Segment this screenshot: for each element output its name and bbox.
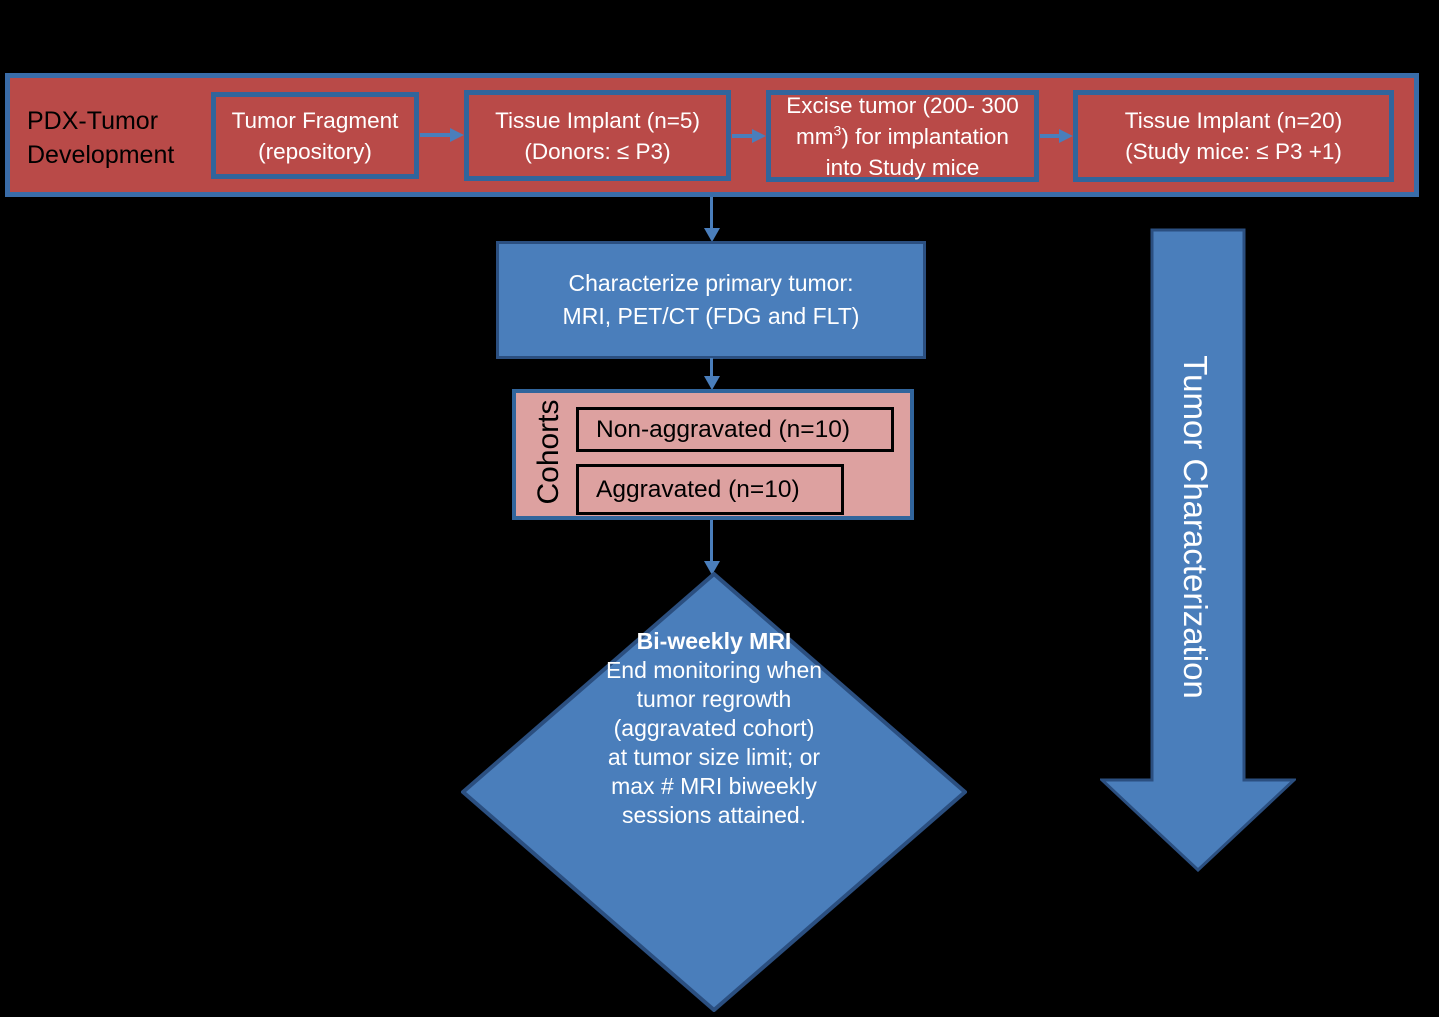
diamond-text-block: Bi-weekly MRI End monitoring when tumor … bbox=[514, 627, 914, 830]
excise-text-part2: ) for implantation into Study mice bbox=[825, 123, 1009, 180]
arrow-banner-to-characterize-icon bbox=[704, 197, 720, 242]
diagram-canvas: PDX-Tumor Development Tumor Fragment (re… bbox=[5, 73, 1419, 1013]
excise-text-part1: Excise tumor (200- 300 mm bbox=[786, 92, 1019, 149]
arrow-head bbox=[1059, 129, 1073, 143]
down-arrow-icon bbox=[1100, 228, 1296, 872]
cohort-non-aggravated-box[interactable]: Non-aggravated (n=10) bbox=[576, 407, 894, 452]
arrow-head bbox=[704, 561, 720, 575]
arrow-shaft bbox=[710, 197, 713, 229]
tumor-characterization-arrow: Tumor Characterization bbox=[1100, 228, 1296, 872]
arrow-head bbox=[450, 128, 464, 142]
arrow-shaft bbox=[710, 358, 713, 377]
excise-tumor-box[interactable]: Excise tumor (200- 300 mm3) for implanta… bbox=[766, 90, 1039, 182]
tumor-fragment-box[interactable]: Tumor Fragment (repository) bbox=[211, 92, 419, 179]
banner-title: PDX-Tumor Development bbox=[27, 107, 175, 169]
diamond-body-text: End monitoring when tumor regrowth (aggr… bbox=[605, 657, 823, 828]
arrow-head bbox=[704, 228, 720, 242]
arrow-excise-to-implant20-icon bbox=[1040, 129, 1073, 143]
arrow-shaft bbox=[732, 134, 753, 138]
characterize-primary-tumor-box[interactable]: Characterize primary tumor: MRI, PET/CT … bbox=[496, 241, 926, 359]
arrow-head bbox=[752, 129, 766, 143]
arrow-characterize-to-cohorts-icon bbox=[704, 358, 720, 390]
arrow-head bbox=[704, 376, 720, 390]
cohorts-container: Cohorts Non-aggravated (n=10) Aggravated… bbox=[512, 389, 914, 520]
bi-weekly-mri-decision-diamond[interactable]: Bi-weekly MRI End monitoring when tumor … bbox=[459, 571, 969, 1013]
tissue-implant-5-box[interactable]: Tissue Implant (n=5) (Donors: ≤ P3) bbox=[464, 90, 731, 181]
cubic-superscript: 3 bbox=[833, 122, 842, 138]
tissue-implant-20-box[interactable]: Tissue Implant (n=20) (Study mice: ≤ P3 … bbox=[1073, 90, 1394, 182]
excise-tumor-text: Excise tumor (200- 300 mm3) for implanta… bbox=[786, 90, 1019, 183]
cohorts-label: Cohorts bbox=[532, 399, 565, 505]
arrow-shaft bbox=[1040, 134, 1060, 138]
arrow-shaft bbox=[710, 520, 713, 562]
arrow-shaft bbox=[420, 133, 451, 137]
arrow-cohorts-to-monitoring-icon bbox=[704, 520, 720, 575]
cohort-aggravated-box[interactable]: Aggravated (n=10) bbox=[576, 464, 844, 515]
diamond-title: Bi-weekly MRI bbox=[636, 628, 792, 654]
tumor-characterization-label: Tumor Characterization bbox=[1177, 355, 1214, 699]
arrow-fragment-to-implant5-icon bbox=[420, 128, 464, 142]
arrow-implant5-to-excise-icon bbox=[732, 129, 766, 143]
